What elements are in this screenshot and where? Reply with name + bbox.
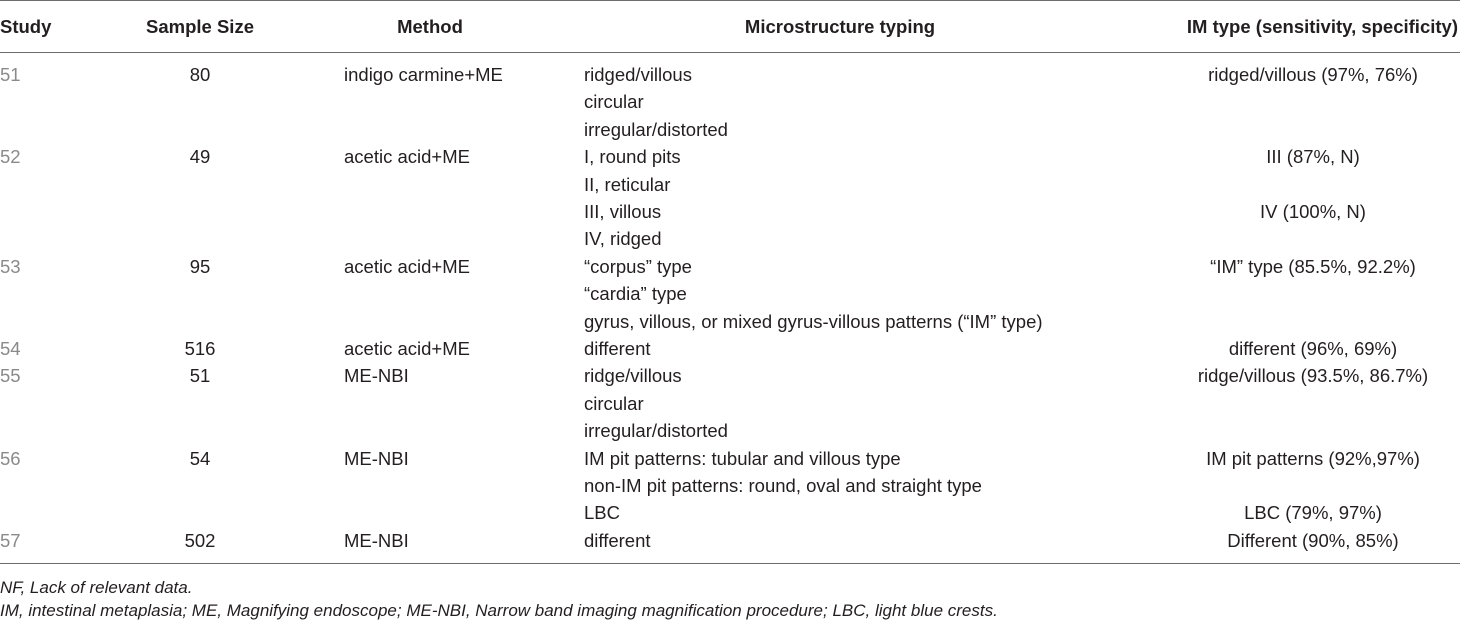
cell-method: ME-NBI bbox=[344, 529, 409, 551]
cell-sample-size: 95 bbox=[189, 255, 211, 277]
cell-study: 53 bbox=[0, 255, 21, 277]
cell-study: 52 bbox=[0, 146, 21, 168]
cell-microstructure-line: ridged/villous bbox=[584, 64, 692, 85]
cell-im-type-line: ridge/villous (93.5%, 86.7%) bbox=[1197, 365, 1429, 387]
cell-method: ME-NBI bbox=[344, 365, 409, 387]
header-study: Study bbox=[0, 16, 52, 37]
footnote-abbreviations: IM, intestinal metaplasia; ME, Magnifyin… bbox=[0, 601, 998, 620]
cell-microstructure-line: circular bbox=[584, 392, 644, 414]
cell-im-type-line: different (96%, 69%) bbox=[1228, 338, 1398, 359]
cell-method: indigo carmine+ME bbox=[344, 64, 503, 85]
cell-microstructure-line: “corpus” type bbox=[584, 255, 692, 277]
cell-microstructure-line: different bbox=[584, 338, 651, 359]
cell-sample-size: 54 bbox=[189, 447, 211, 469]
cell-im-type-line: IM pit patterns (92%,97%) bbox=[1206, 447, 1420, 469]
cell-method: acetic acid+ME bbox=[344, 146, 470, 168]
cell-study: 56 bbox=[0, 447, 21, 469]
cell-im-type-line: III (87%, N) bbox=[1266, 146, 1360, 168]
cell-sample-size: 80 bbox=[189, 64, 211, 85]
cell-sample-size: 502 bbox=[184, 529, 216, 551]
cell-method: ME-NBI bbox=[344, 447, 409, 469]
cell-study: 55 bbox=[0, 365, 21, 387]
cell-study: 54 bbox=[0, 338, 21, 359]
cell-microstructure-line: III, villous bbox=[584, 201, 662, 222]
header-sample-size: Sample Size bbox=[146, 16, 254, 37]
cell-sample-size: 516 bbox=[184, 338, 216, 359]
cell-microstructure-line: irregular/distorted bbox=[584, 118, 728, 140]
header-im-type: IM type (sensitivity, specificity) bbox=[1186, 16, 1458, 37]
cell-microstructure-line: IM pit patterns: tubular and villous typ… bbox=[584, 447, 901, 469]
header-microstructure-typing: Microstructure typing bbox=[744, 16, 936, 37]
table-top-rule bbox=[0, 0, 1460, 1]
cell-im-type-line: “IM” type (85.5%, 92.2%) bbox=[1210, 255, 1416, 277]
cell-microstructure-line: gyrus, villous, or mixed gyrus-villous p… bbox=[584, 310, 1043, 332]
cell-microstructure-line: ridge/villous bbox=[584, 365, 682, 387]
cell-study: 51 bbox=[0, 64, 21, 85]
cell-microstructure-line: “cardia” type bbox=[584, 283, 687, 305]
header-method: Method bbox=[397, 16, 463, 37]
table-bottom-rule bbox=[0, 563, 1460, 564]
footnote-nf: NF, Lack of relevant data. bbox=[0, 578, 193, 597]
cell-im-type-line: ridged/villous (97%, 76%) bbox=[1208, 64, 1418, 85]
cell-method: acetic acid+ME bbox=[344, 338, 470, 359]
cell-microstructure-line: LBC bbox=[584, 502, 620, 524]
cell-microstructure-line: II, reticular bbox=[584, 173, 671, 195]
cell-microstructure-line: irregular/distorted bbox=[584, 420, 728, 442]
cell-sample-size: 49 bbox=[189, 146, 211, 168]
cell-microstructure-line: circular bbox=[584, 91, 644, 113]
cell-im-type-line: Different (90%, 85%) bbox=[1227, 529, 1399, 551]
cell-microstructure-line: different bbox=[584, 529, 651, 551]
cell-method: acetic acid+ME bbox=[344, 255, 470, 277]
cell-im-type-line: IV (100%, N) bbox=[1260, 201, 1366, 222]
cell-microstructure-line: non-IM pit patterns: round, oval and str… bbox=[584, 475, 982, 496]
cell-im-type-line: LBC (79%, 97%) bbox=[1244, 502, 1382, 524]
cell-study: 57 bbox=[0, 529, 21, 551]
table-header-rule bbox=[0, 52, 1460, 53]
cell-microstructure-line: I, round pits bbox=[584, 146, 681, 168]
cell-microstructure-line: IV, ridged bbox=[584, 228, 662, 250]
cell-sample-size: 51 bbox=[189, 365, 211, 387]
